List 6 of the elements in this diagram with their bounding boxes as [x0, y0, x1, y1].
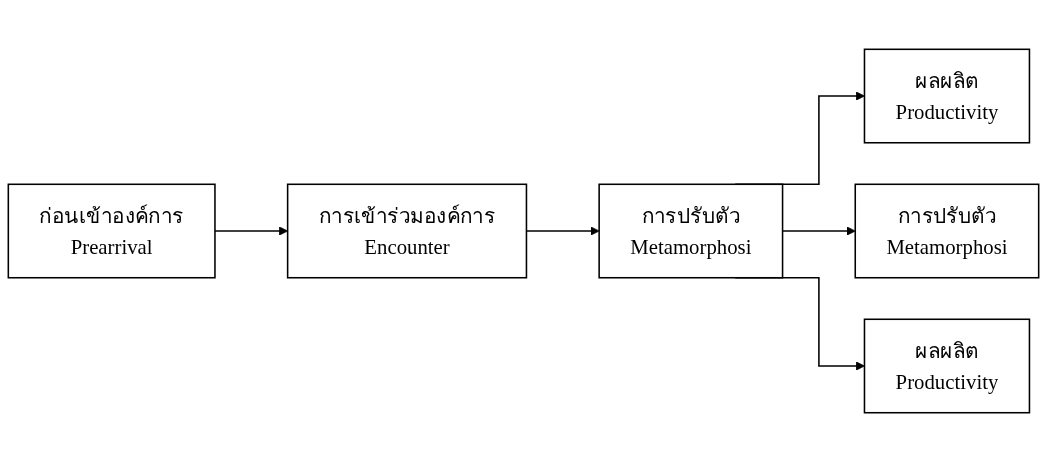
node-box: ผลผลิต Productivity	[863, 48, 1031, 144]
node-box: ก่อนเข้าองค์การ Prearrival	[7, 183, 216, 279]
node-box: การเข้าร่วมองค์การ Encounter	[286, 183, 528, 279]
node-box: การปรับตัว Metamorphosi	[854, 183, 1040, 279]
node-box: ผลผลิต Productivity	[863, 318, 1031, 414]
node-box: การปรับตัว Metamorphosi	[598, 183, 784, 279]
